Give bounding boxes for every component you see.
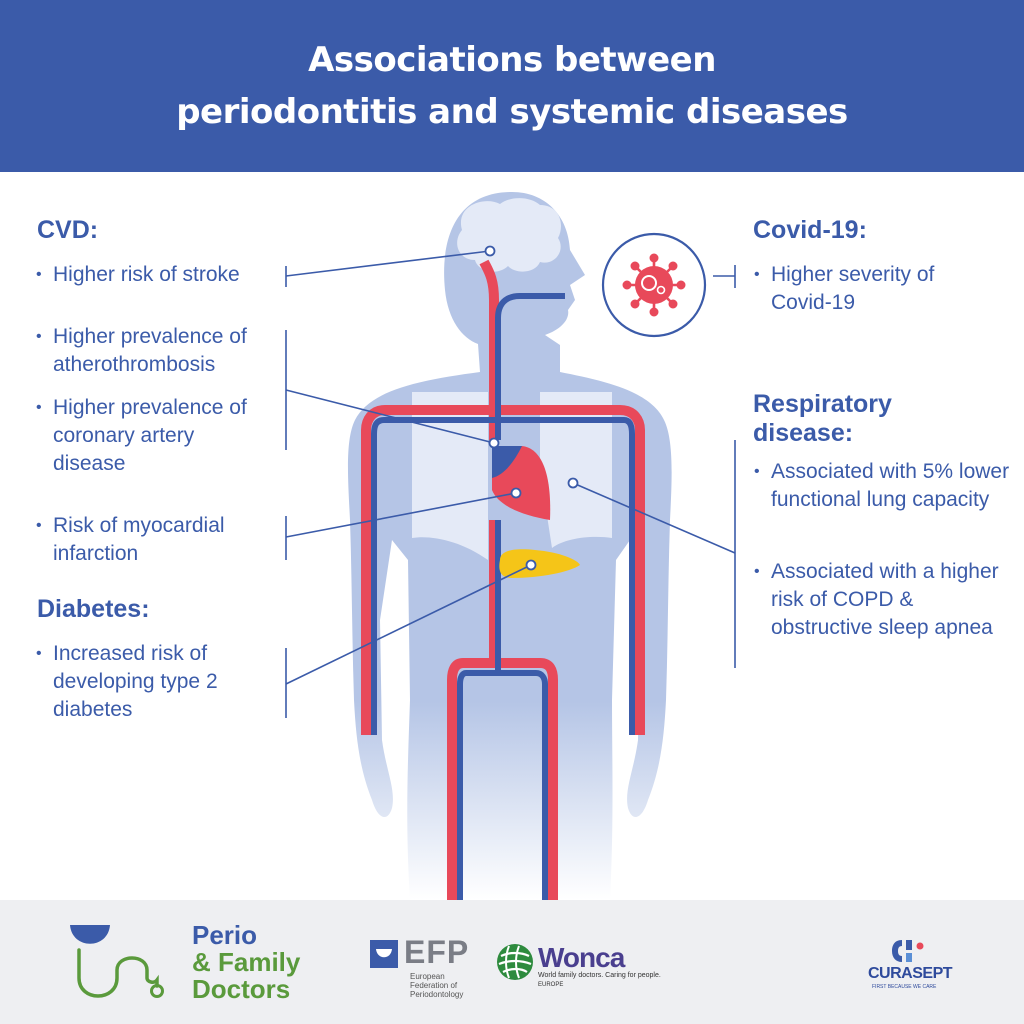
stethoscope-icon <box>70 925 164 998</box>
left-lung <box>412 392 488 560</box>
efp-sub-line-2: Federation of <box>410 981 458 990</box>
efp-logo-text: EFP <box>404 934 470 970</box>
vein-system <box>371 293 635 900</box>
body-silhouette <box>347 192 672 900</box>
connector-lines <box>285 250 736 718</box>
diagram-area: CVD: Higher risk of stroke Higher preval… <box>0 172 1024 900</box>
curasept-tagline: FIRST BECAUSE WE CARE <box>872 984 937 990</box>
perio-line: Perio <box>192 920 258 950</box>
right-lung <box>540 392 612 548</box>
brain <box>457 198 561 272</box>
covid-severity-item: Higher severity of Covid-19 <box>754 261 971 317</box>
efp-sub-line-3: Periodontology <box>410 990 464 999</box>
wonca-logo-text: Wonca <box>538 942 625 973</box>
artery-system <box>361 259 645 900</box>
curasept-logo-text: CURASEPT <box>868 965 953 982</box>
connector-dots <box>484 245 579 571</box>
cvd-myocardial-item: Risk of myocardial infarction <box>36 512 263 568</box>
curasept-logo-icon <box>892 940 924 962</box>
footer-logos: Perio & Family Doctors EFP European Fede… <box>0 900 1024 1024</box>
respiratory-heading: Respiratory disease: <box>753 390 892 447</box>
wonca-globe-icon <box>497 944 533 980</box>
covid-heading: Covid-19: <box>753 216 867 244</box>
cvd-heading: CVD: <box>37 216 99 244</box>
family-line: & Family <box>192 947 301 977</box>
wonca-region: EUROPE <box>538 982 564 988</box>
diabetes-heading: Diabetes: <box>37 595 150 623</box>
perio-family-doctors-logo-text: Perio & Family Doctors <box>192 922 300 1003</box>
cvd-coronary-item: Higher prevalence of coronary artery dis… <box>36 394 263 478</box>
efp-sub-line-1: European <box>410 972 445 981</box>
wonca-tagline: World family doctors. Caring for people. <box>538 972 661 979</box>
heart <box>492 446 551 520</box>
page-title-line-1: Associations between <box>308 40 716 80</box>
respiratory-copd-item: Associated with a higher risk of COPD & … <box>754 558 1001 642</box>
doctors-line: Doctors <box>192 974 291 1004</box>
header-banner: Associations between periodontitis and s… <box>0 0 1024 172</box>
efp-subtitle: European Federation of Periodontology <box>410 972 500 999</box>
virus-icon <box>601 232 707 338</box>
respiratory-lung-capacity-item: Associated with 5% lower functional lung… <box>754 458 1011 514</box>
page-title-line-2: periodontitis and systemic diseases <box>176 92 848 132</box>
efp-logo-icon <box>370 940 398 968</box>
diabetes-type2-item: Increased risk of developing type 2 diab… <box>36 640 253 724</box>
cvd-stroke-item: Higher risk of stroke <box>36 261 313 289</box>
human-body-diagram <box>285 192 736 900</box>
cvd-atherothrombosis-item: Higher prevalence of atherothrombosis <box>36 323 273 379</box>
